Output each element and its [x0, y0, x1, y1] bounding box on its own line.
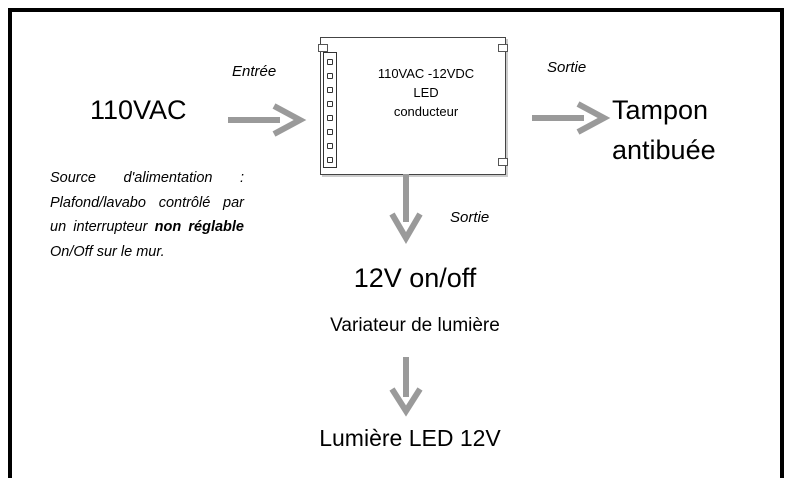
dimmer-subtitle: Variateur de lumière	[330, 315, 500, 336]
terminal-screw	[327, 87, 333, 93]
driver-line-3: conducteur	[393, 104, 459, 119]
terminal-screw	[327, 143, 333, 149]
mount-tab	[498, 158, 508, 166]
diagram-frame	[8, 8, 784, 478]
terminal-screw	[327, 129, 333, 135]
terminal-screw	[327, 115, 333, 121]
final-light-label: Lumière LED 12V	[319, 425, 501, 451]
arrow-input	[228, 103, 307, 137]
output-right-target-line-1: Tampon	[612, 95, 709, 125]
arrow-to-light	[389, 357, 423, 417]
driver-text: 110VAC -12VDC LED conducteur	[351, 64, 501, 121]
driver-line-2: LED	[413, 85, 439, 100]
note-text-2: On/Off sur le mur.	[50, 243, 165, 260]
dimmer-title: 12V on/off	[353, 263, 477, 293]
output-right-target: Tampon antibuée	[612, 90, 716, 170]
terminal-block	[323, 52, 337, 168]
led-driver-box: 110VAC -12VDC LED conducteur	[318, 37, 508, 175]
mount-tab	[498, 44, 508, 52]
arrow-output-right	[532, 101, 611, 135]
terminal-screw	[327, 73, 333, 79]
power-source-note: Source d'alimentation : Plafond/lavabo c…	[50, 166, 244, 264]
output-down-label: Sortie	[450, 209, 490, 226]
driver-line-1: 110VAC -12VDC	[377, 66, 475, 81]
output-right-target-line-2: antibuée	[612, 135, 716, 165]
note-text-bold: non réglable	[154, 219, 244, 235]
input-label: Entrée	[232, 63, 277, 80]
note-text-1: Source d'alimentation : Plafond/lavabo c…	[50, 170, 244, 235]
input-source: 110VAC	[90, 95, 187, 125]
terminal-screw	[327, 59, 333, 65]
output-right-label: Sortie	[547, 59, 587, 76]
terminal-screw	[327, 157, 333, 163]
mount-tab	[318, 44, 328, 52]
terminal-screw	[327, 101, 333, 107]
arrow-output-down	[389, 174, 423, 244]
